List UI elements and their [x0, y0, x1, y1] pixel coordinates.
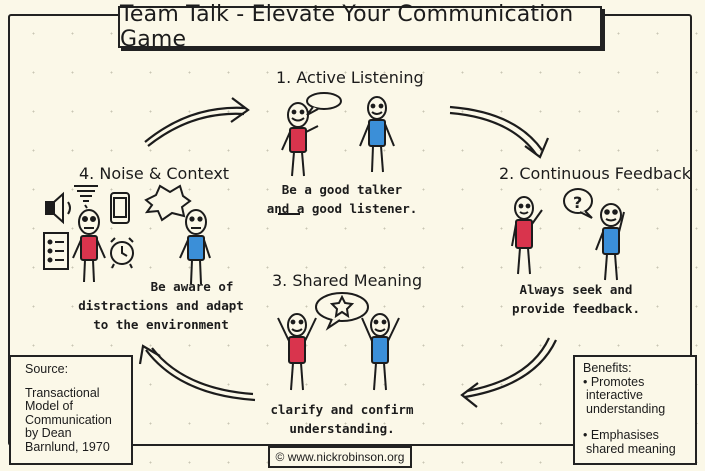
cycle-arrow-top-right: [449, 105, 550, 159]
question-bubble-icon: [563, 188, 593, 219]
caption-active-listening: Be a good talker and a good listener.: [262, 180, 422, 218]
benefit-line: understanding: [586, 401, 666, 416]
tornado-icon: [74, 185, 98, 209]
caption-line: Always seek and: [519, 282, 633, 297]
step-label-noise-context: 4. Noise & Context: [79, 164, 230, 183]
benefits-box: Benefits: • Promotes interactive underst…: [573, 355, 697, 465]
svg-text:?: ?: [573, 193, 582, 212]
benefit-line: • Promotes: [583, 374, 645, 389]
caption-noise-context: Be aware of distractions and adapt to th…: [56, 277, 266, 334]
alarm-clock-icon: [110, 237, 134, 269]
caption-shared-meaning: clarify and confirm understanding.: [262, 400, 422, 438]
step-label-shared-meaning: 3. Shared Meaning: [272, 271, 423, 290]
caption-line: understanding.: [289, 421, 395, 436]
page-title: Team Talk - Elevate Your Communication G…: [118, 2, 602, 52]
figure-blue-calm: [179, 209, 211, 285]
source-box: Source: Transactional Model of Communica…: [9, 355, 133, 465]
speech-bubble-icon: [306, 92, 342, 116]
figure-blue-listener: [359, 96, 395, 173]
caption-line: distractions and adapt: [78, 298, 244, 313]
caption-line: Be aware of: [150, 279, 234, 294]
figure-red-asker: [511, 196, 543, 275]
source-line: Barnlund, 1970: [25, 439, 110, 454]
benefit-line: • Emphasises: [583, 428, 659, 442]
step-label-continuous-feedback: 2. Continuous Feedback: [499, 164, 691, 183]
speaker-icon: [45, 191, 71, 225]
caption-line: to the environment: [93, 317, 229, 332]
source-line: Communication: [25, 412, 112, 427]
cycle-arrow-bottom-right: [460, 337, 557, 408]
caption-line: Be a good talker: [281, 182, 403, 197]
benefit-line: interactive: [586, 388, 643, 402]
caption-continuous-feedback: Always seek and provide feedback.: [506, 280, 646, 318]
caption-line: and a good listener.: [266, 201, 418, 216]
figure-red-cheering: [277, 313, 317, 391]
phone-icon: [110, 192, 130, 224]
figure-blue-cheering: [361, 313, 400, 391]
footer-text: © www.nickrobinson.org: [275, 450, 405, 464]
figure-blue-responder: [595, 203, 625, 281]
cycle-arrow-top-left: [144, 97, 250, 147]
page-title-text: Team Talk - Elevate Your Communication G…: [120, 2, 574, 52]
footer-credit: © www.nickrobinson.org: [268, 446, 412, 468]
benefits-heading: Benefits:: [583, 361, 632, 375]
caption-line: clarify and confirm: [270, 402, 414, 417]
step-label-active-listening: 1. Active Listening: [276, 68, 424, 87]
clipboard-icon: [43, 232, 69, 270]
shout-bubble-icon: [144, 184, 192, 222]
source-heading: Source:: [25, 362, 69, 376]
figure-red-stressed: [72, 209, 106, 283]
benefit-line: shared meaning: [586, 441, 676, 456]
source-line: Transactional: [25, 385, 100, 400]
source-line: Model of: [25, 399, 73, 413]
caption-line: provide feedback.: [512, 301, 640, 316]
figure-red-talker: [281, 102, 319, 177]
source-line: by Dean: [25, 426, 72, 440]
star-bubble-icon: [315, 292, 369, 331]
cycle-arrow-bottom-left: [138, 344, 256, 402]
